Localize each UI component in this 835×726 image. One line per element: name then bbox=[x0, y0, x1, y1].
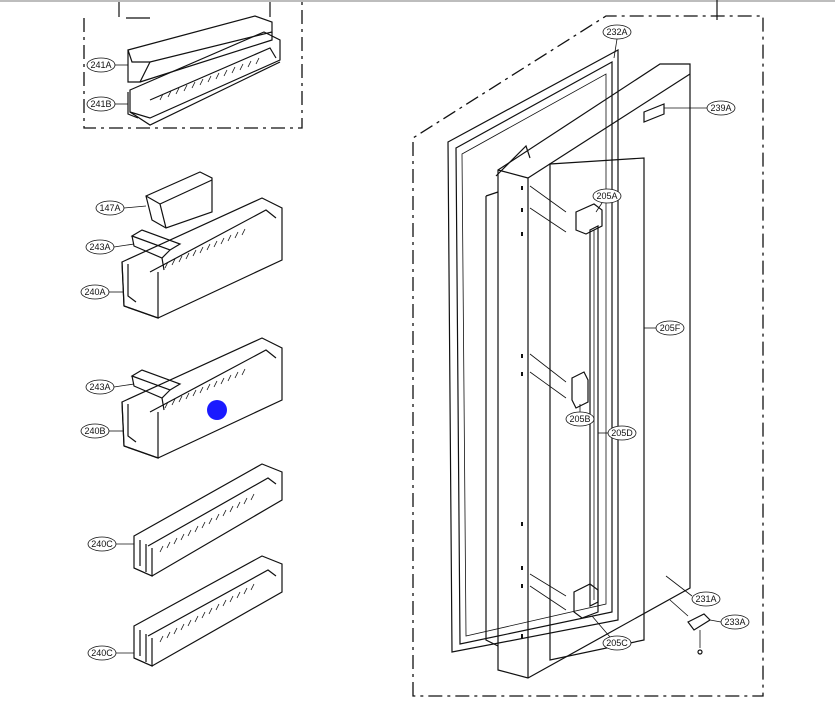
callout-231a: 231A bbox=[665, 575, 721, 607]
svg-text:240C: 240C bbox=[91, 648, 113, 658]
callout-240b: 240B bbox=[80, 423, 124, 439]
svg-text:240C: 240C bbox=[91, 539, 113, 549]
svg-text:241A: 241A bbox=[90, 60, 111, 70]
svg-text:205C: 205C bbox=[606, 638, 628, 648]
bin-240a bbox=[121, 197, 283, 319]
callout-205b: 205B bbox=[565, 404, 595, 427]
bin-241b-slots bbox=[159, 57, 260, 101]
callout-241a: 241A bbox=[86, 57, 128, 73]
svg-text:241B: 241B bbox=[90, 99, 111, 109]
callout-243a-upper: 243A bbox=[85, 239, 135, 255]
svg-text:233A: 233A bbox=[724, 617, 745, 627]
callout-239a: 239A bbox=[664, 100, 736, 116]
callout-243a-lower: 243A bbox=[85, 379, 135, 395]
bin-241-group bbox=[83, 2, 303, 129]
bin-240b bbox=[121, 337, 283, 459]
svg-text:205B: 205B bbox=[569, 414, 590, 424]
callout-241b: 241B bbox=[86, 96, 128, 112]
svg-text:147A: 147A bbox=[99, 203, 120, 213]
bin-240c-upper bbox=[133, 463, 283, 577]
bin-240c-lower bbox=[133, 555, 283, 667]
blue-marker-dot bbox=[207, 400, 227, 420]
callout-205f: 205F bbox=[644, 320, 685, 336]
callout-205c: 205C bbox=[591, 615, 632, 651]
svg-text:243A: 243A bbox=[89, 382, 110, 392]
callout-240c-lower: 240C bbox=[87, 645, 134, 661]
svg-text:243A: 243A bbox=[89, 242, 110, 252]
callout-147a: 147A bbox=[95, 200, 147, 216]
svg-text:205D: 205D bbox=[611, 428, 633, 438]
callout-233a: 233A bbox=[709, 614, 750, 630]
svg-text:231A: 231A bbox=[695, 594, 716, 604]
svg-text:232A: 232A bbox=[606, 27, 627, 37]
svg-text:205F: 205F bbox=[660, 323, 681, 333]
door-assembly bbox=[412, 0, 764, 697]
callout-240c-upper: 240C bbox=[87, 536, 134, 552]
svg-text:205A: 205A bbox=[596, 191, 617, 201]
callout-240a: 240A bbox=[80, 284, 124, 300]
callout-232a: 232A bbox=[602, 24, 632, 59]
callout-205a: 205A bbox=[592, 188, 622, 213]
cup-147a bbox=[145, 171, 213, 229]
svg-text:240B: 240B bbox=[84, 426, 105, 436]
svg-text:239A: 239A bbox=[710, 103, 731, 113]
svg-text:240A: 240A bbox=[84, 287, 105, 297]
top-border bbox=[0, 0, 835, 2]
callout-205d: 205D bbox=[598, 425, 637, 441]
